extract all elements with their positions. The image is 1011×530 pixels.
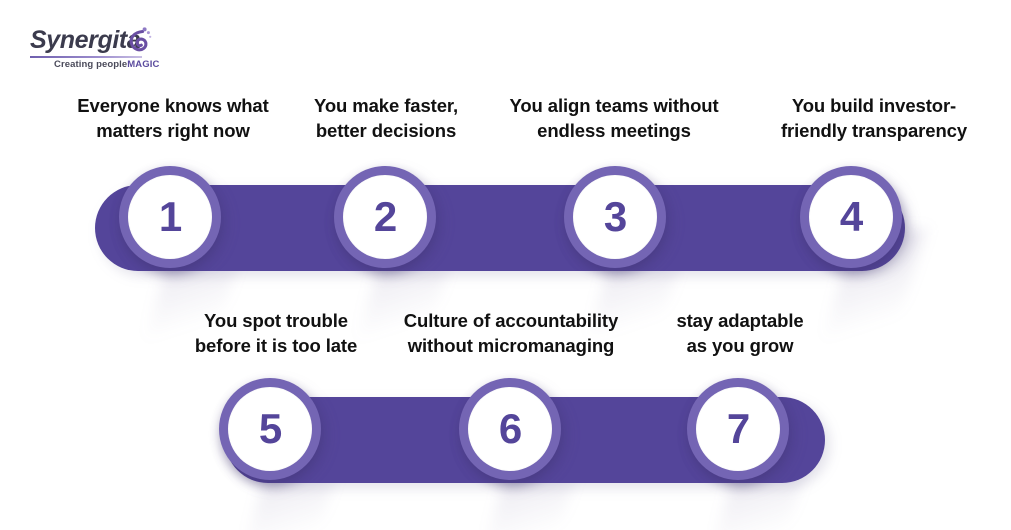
step-number-5: 5 [258,405,282,452]
step-label-1-line2: matters right now [96,119,250,141]
step-number-2: 2 [373,193,397,240]
step-label-6-line2: without micromanaging [407,334,615,356]
step-node-6[interactable]: 6 [459,378,561,480]
step-node-6-inner: 6 [468,387,552,471]
step-node-2-inner: 2 [343,175,427,259]
step-label-7-line1: stay adaptable [676,310,804,331]
step-number-1: 1 [158,193,182,240]
logo-underline-rule [30,56,142,58]
step-label-7: stay adaptable as you grow [648,309,832,358]
step-label-1-line1: Everyone knows what [77,95,269,116]
step-number-3: 3 [603,193,627,240]
step-label-2: You make faster, better decisions [288,94,484,143]
step-node-2[interactable]: 2 [334,166,436,268]
synergita-logo: Synergita Creating peopleMAGIC [30,25,159,74]
step-label-3: You align teams without endless meetings [494,94,734,143]
logo-tagline-prefix: Creating people [54,59,128,70]
step-node-4[interactable]: 4 [800,166,902,268]
step-label-6: Culture of accountability without microm… [388,309,634,358]
step-node-5-inner: 5 [228,387,312,471]
step-label-4-line1: You build investor- [791,95,957,116]
step-label-5: You spot trouble before it is too late [176,309,376,358]
step-node-4-inner: 4 [809,175,893,259]
step-node-1[interactable]: 1 [119,166,221,268]
step-label-1: Everyone knows what matters right now [58,94,288,143]
logo-tagline: Creating peopleMAGIC [54,59,159,70]
logo-tagline-suffix: MAGIC [127,59,160,70]
logo-wordmark: Synergita [30,26,141,54]
step-label-2-line2: better decisions [315,119,457,141]
step-label-4-line2: friendly transparency [780,119,968,141]
step-node-5[interactable]: 5 [219,378,321,480]
step-number-6: 6 [498,405,522,452]
step-label-6-line1: Culture of accountability [403,310,619,331]
step-node-7-inner: 7 [696,387,780,471]
step-label-5-line1: You spot trouble [204,310,348,331]
step-number-4: 4 [839,193,863,240]
step-label-5-line2: before it is too late [194,334,358,356]
step-number-7: 7 [726,405,750,452]
step-label-3-line2: endless meetings [537,119,691,141]
step-node-3[interactable]: 3 [564,166,666,268]
step-label-3-line1: You align teams without [509,95,719,116]
connector-bar-top [95,185,905,271]
step-node-1-inner: 1 [128,175,212,259]
synergita-swirl-icon [122,25,154,57]
step-label-7-line2: as you grow [686,334,794,356]
step-label-4: You build investor- friendly transparenc… [750,94,998,143]
step-node-3-inner: 3 [573,175,657,259]
step-label-2-line1: You make faster, [313,95,459,116]
step-node-7[interactable]: 7 [687,378,789,480]
